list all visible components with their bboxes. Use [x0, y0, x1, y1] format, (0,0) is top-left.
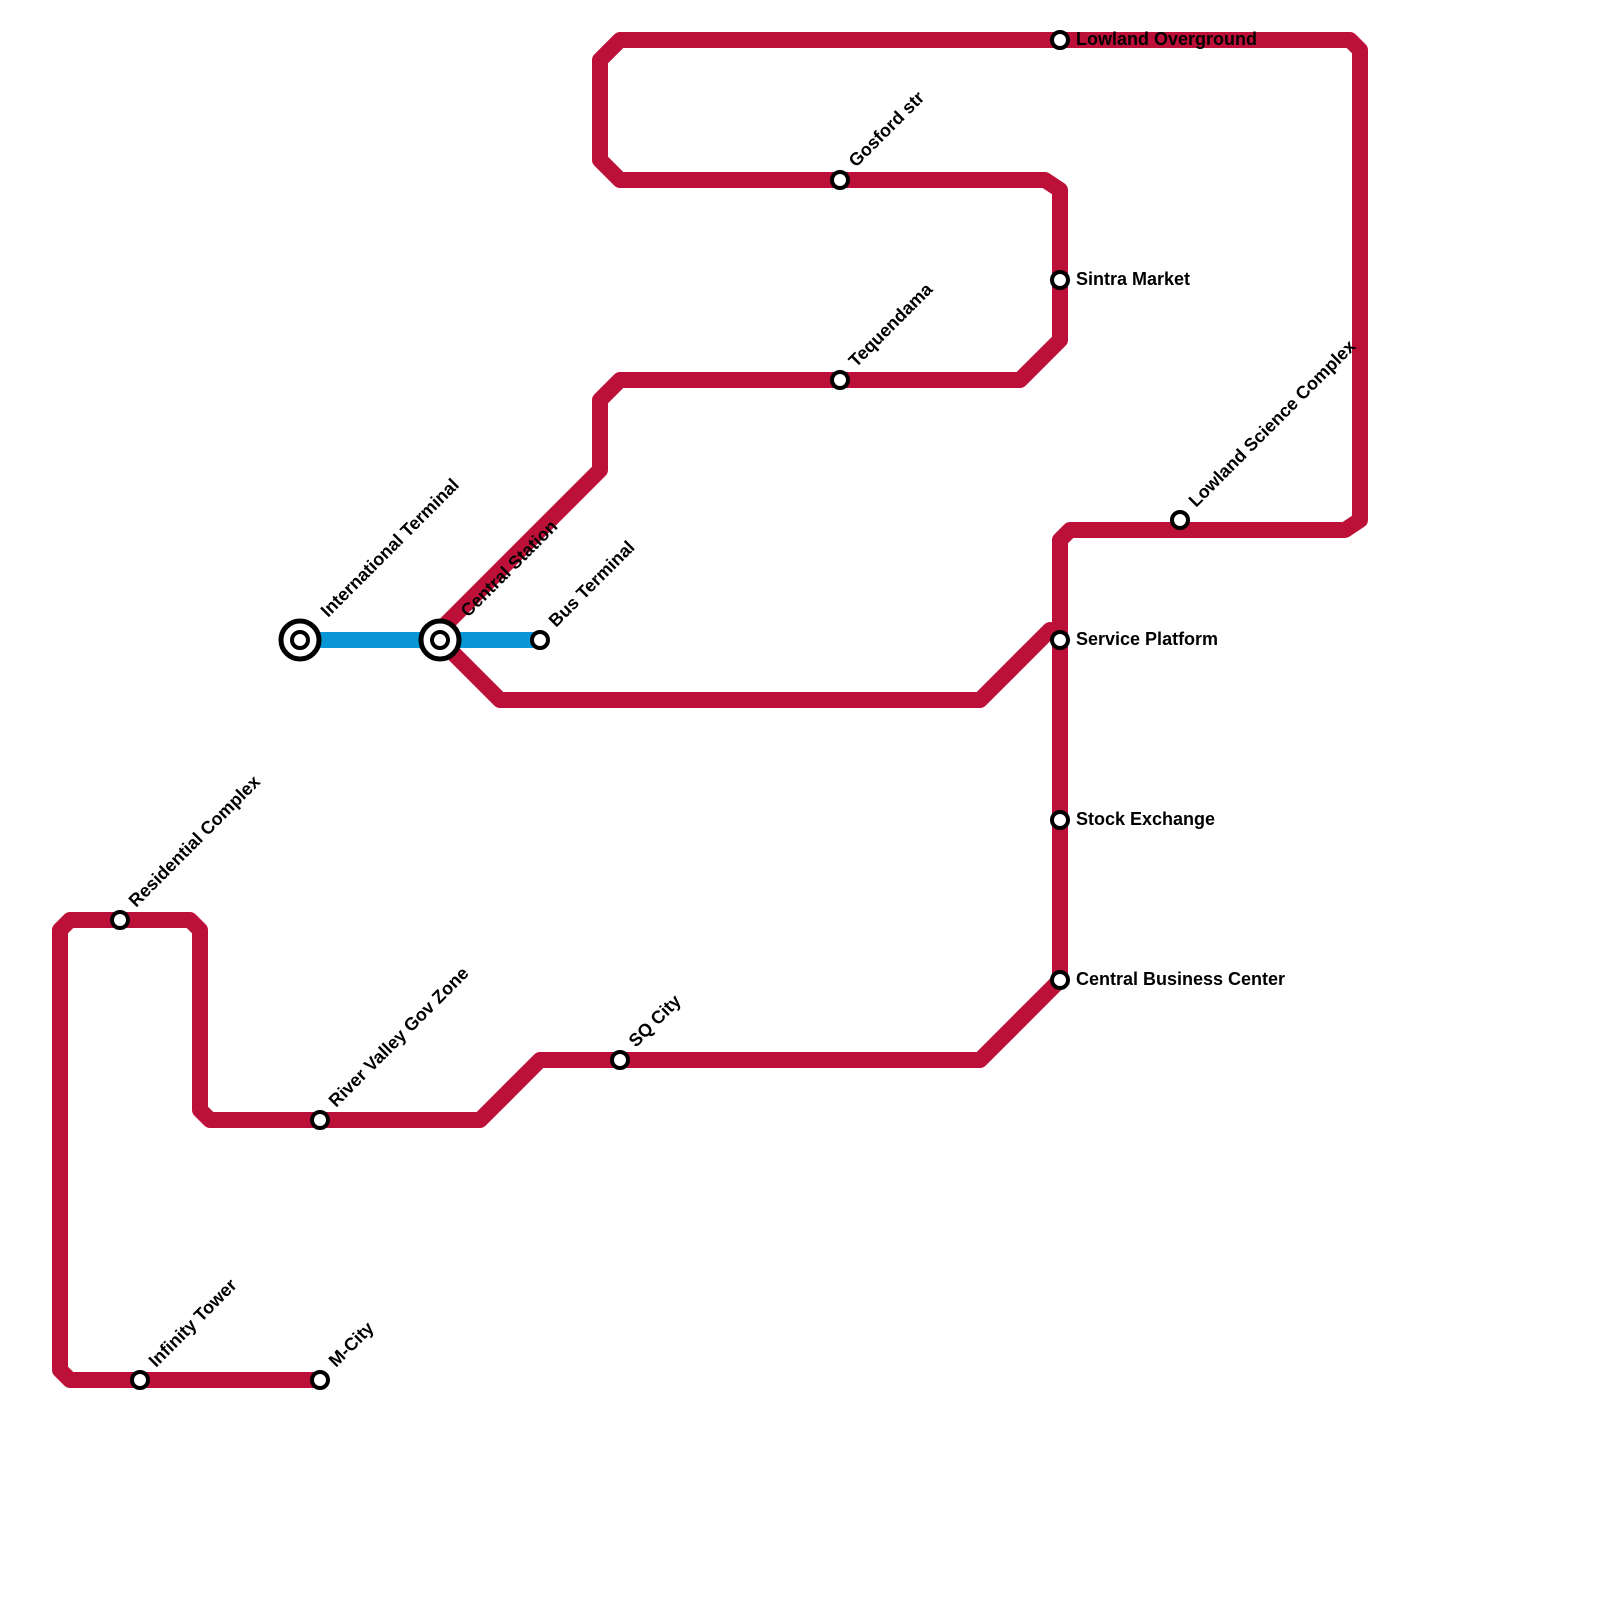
label-central-business-center: Central Business Center — [1076, 969, 1285, 989]
station-m-city[interactable] — [310, 1370, 330, 1390]
station-international-terminal[interactable] — [278, 618, 322, 662]
station-marker — [290, 630, 310, 650]
station-tequendama[interactable] — [830, 370, 850, 390]
station-lowland-science-complex[interactable] — [1170, 510, 1190, 530]
label-infinity-tower: Infinity Tower — [145, 1275, 241, 1371]
label-residential-complex: Residential Complex — [125, 771, 264, 910]
station-residential-complex[interactable] — [110, 910, 130, 930]
station-river-valley-gov-zone[interactable] — [310, 1110, 330, 1130]
station-gosford-str[interactable] — [830, 170, 850, 190]
label-international-terminal: International Terminal — [317, 475, 463, 621]
station-infinity-tower[interactable] — [130, 1370, 150, 1390]
label-lowland-science-complex: Lowland Science Complex — [1185, 336, 1360, 511]
red-line-south-segment — [52, 622, 1068, 1388]
station-central-station[interactable] — [418, 618, 462, 662]
station-central-business-center[interactable] — [1050, 970, 1070, 990]
label-service-platform: Service Platform — [1076, 629, 1218, 649]
label-central-station: Central Station — [457, 516, 562, 621]
label-lowland-overground: Lowland Overground — [1076, 29, 1257, 49]
station-service-platform[interactable] — [1050, 630, 1070, 650]
label-tequendama: Tequendama — [845, 278, 937, 370]
label-stock-exchange: Stock Exchange — [1076, 809, 1215, 829]
station-bus-terminal[interactable] — [530, 630, 550, 650]
label-river-valley-gov-zone: River Valley Gov Zone — [325, 963, 473, 1111]
station-sq-city[interactable] — [610, 1050, 630, 1070]
label-gosford-str: Gosford str — [845, 87, 928, 170]
red-line-north-segment — [432, 32, 1368, 648]
station-stock-exchange[interactable] — [1050, 810, 1070, 830]
station-sintra-market[interactable] — [1050, 270, 1070, 290]
label-sq-city: SQ City — [625, 991, 685, 1051]
station-marker — [430, 630, 450, 650]
label-bus-terminal: Bus Terminal — [545, 537, 639, 631]
station-lowland-overground[interactable] — [1050, 30, 1070, 50]
label-sintra-market: Sintra Market — [1076, 269, 1190, 289]
label-m-city: M-City — [325, 1318, 378, 1371]
